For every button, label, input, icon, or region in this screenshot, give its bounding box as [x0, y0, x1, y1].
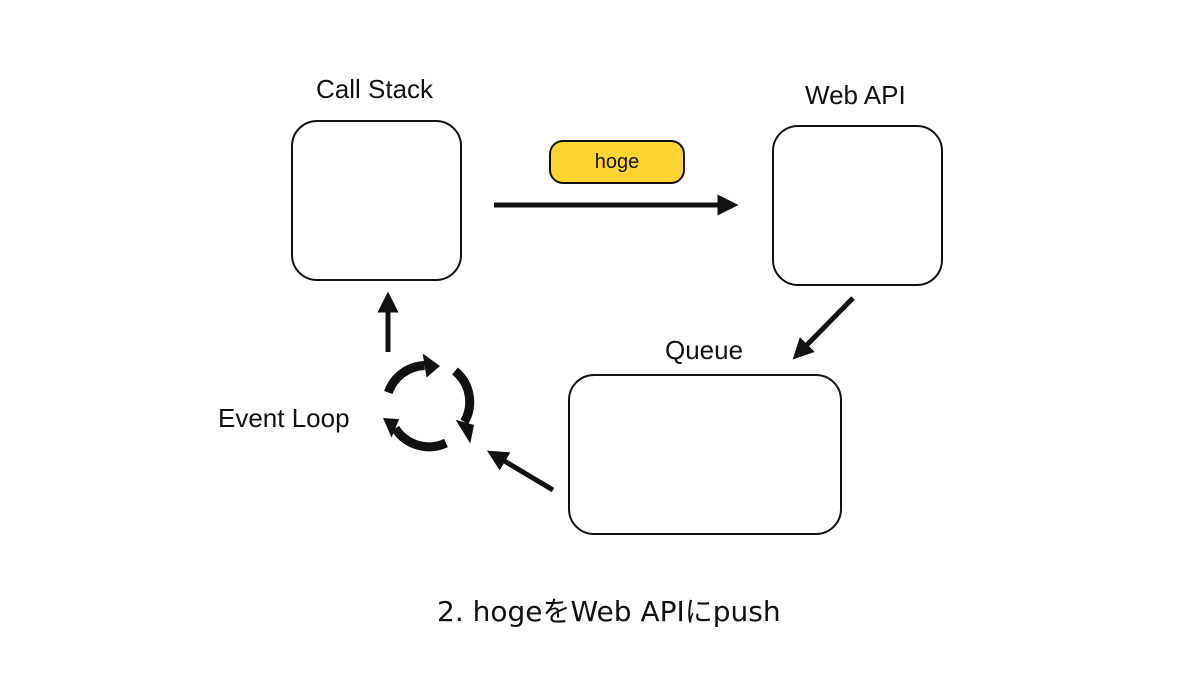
event-loop-label: Event Loop [218, 403, 350, 433]
cycle-icon [383, 353, 475, 452]
arrow-webapi-to-queue [792, 296, 855, 360]
call-stack-label: Call Stack [316, 74, 434, 104]
queue-box [568, 374, 842, 535]
step-caption: 2. hogeをWeb APIにpush [437, 595, 781, 628]
call-stack-box [291, 120, 462, 281]
queue-label: Queue [665, 335, 744, 365]
web-api-label: Web API [805, 80, 906, 110]
hoge-token: hoge [549, 140, 685, 184]
arrow-queue-to-eventloop [486, 450, 555, 493]
web-api-box [772, 125, 943, 286]
